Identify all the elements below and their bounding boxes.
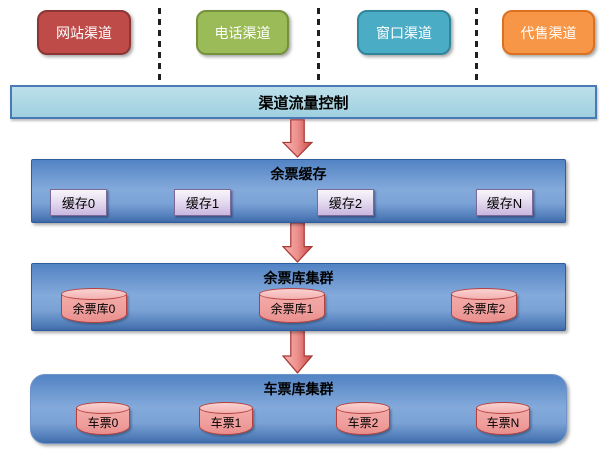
down-arrow-icon — [282, 222, 313, 263]
cylinder-label: 车票2 — [347, 416, 379, 430]
inventory-cluster-box: 余票库集群 余票库0 余票库1 余票库2 — [31, 263, 566, 331]
cache-item: 缓存N — [476, 189, 533, 216]
inventory-db-cylinder: 余票库1 — [259, 288, 325, 323]
ticket-cluster-box: 车票库集群 车票0 车票1 车票2 车票N — [30, 374, 567, 444]
ticket-db-cylinder: 车票2 — [336, 402, 390, 435]
channel-label: 窗口渠道 — [376, 24, 432, 41]
ticket-cluster-title: 车票库集群 — [263, 381, 334, 397]
cylinder-label: 余票库2 — [462, 302, 506, 316]
inventory-db-cylinder: 余票库2 — [451, 288, 517, 323]
dashed-separator-line — [475, 8, 478, 85]
cylinder-label: 车票0 — [87, 416, 119, 430]
cylinder-label: 车票N — [486, 416, 520, 430]
cache-layer-title: 余票缓存 — [270, 166, 327, 182]
channel-box-window: 窗口渠道 — [357, 10, 451, 55]
flow-control-label: 渠道流量控制 — [258, 94, 349, 112]
flow-control-bar: 渠道流量控制 — [10, 85, 597, 119]
channel-box-phone: 电话渠道 — [196, 10, 289, 55]
channel-label: 代售渠道 — [520, 24, 577, 41]
down-arrow-icon — [282, 119, 313, 158]
ticket-db-cylinder: 车票0 — [76, 402, 130, 435]
inventory-cluster-title: 余票库集群 — [263, 270, 334, 286]
cache-item: 缓存1 — [174, 189, 231, 216]
down-arrow-icon — [282, 329, 313, 374]
cylinder-label: 余票库0 — [72, 302, 116, 316]
ticket-db-cylinder: 车票N — [476, 402, 530, 435]
ticket-db-cylinder: 车票1 — [199, 402, 253, 435]
dashed-separator-line — [158, 8, 161, 85]
dashed-separator-line — [317, 8, 320, 85]
channel-label: 网站渠道 — [56, 24, 112, 41]
cache-item: 缓存0 — [50, 189, 107, 216]
channel-box-website: 网站渠道 — [37, 10, 131, 55]
cache-layer-box: 余票缓存 缓存0 缓存1 缓存2 缓存N — [31, 159, 566, 223]
cache-item: 缓存2 — [317, 189, 374, 216]
cylinder-label: 余票库1 — [270, 302, 314, 316]
channel-box-agency: 代售渠道 — [502, 10, 595, 55]
cylinder-label: 车票1 — [210, 416, 242, 430]
channel-label: 电话渠道 — [214, 24, 271, 41]
inventory-db-cylinder: 余票库0 — [61, 288, 127, 323]
